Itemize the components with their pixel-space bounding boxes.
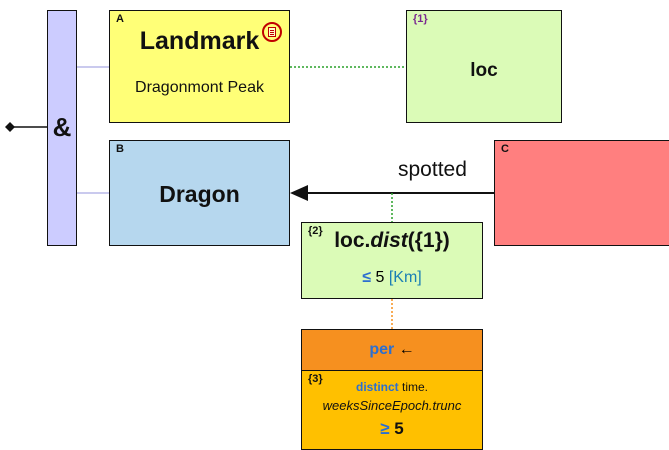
distinct-condition: ≥ 5 [302,419,482,439]
distinct-keyword: distinct [355,380,399,394]
per-arrow-icon: ← [398,341,415,358]
distinct-filter-node[interactable]: {3} distinct time. weeksSinceEpoch.trunc… [301,370,483,450]
distinct-operator: ≥ [380,419,390,438]
source-node[interactable]: C [494,140,669,246]
distance-filter-node[interactable]: {2} loc.dist({1}) ≤ 5 [Km] [301,222,483,299]
distinct-expr2: weeksSinceEpoch.trunc [322,398,462,413]
filter2-corner-label: {2} [308,225,323,237]
spotted-edge-label: spotted [398,158,467,181]
spotted-edge-arrowhead [290,185,308,201]
distinct-value: 5 [394,419,404,438]
formula-prefix: loc. [334,229,371,252]
distance-condition: ≤ 5 [Km] [302,269,482,287]
landmark-corner-label: A [116,13,124,25]
and-node-bar[interactable] [47,10,77,246]
dragon-title: Dragon [159,181,240,207]
filter3-corner-label: {3} [308,373,323,385]
per-keyword: per [369,341,395,358]
no-document-icon[interactable] [262,22,282,42]
distance-unit: [Km] [388,269,422,286]
per-label: per ← [302,341,482,359]
landmark-node[interactable]: A Landmark Dragonmont Peak [109,10,290,123]
landmark-title: Landmark [139,27,260,55]
dragon-node[interactable]: B Dragon [109,140,290,246]
source-corner-label: C [501,143,509,155]
distinct-line: distinct time. [302,380,482,394]
loc-title: loc [470,60,498,81]
landmark-subtitle: Dragonmont Peak [135,79,264,96]
per-node[interactable]: per ← [301,329,483,371]
dragon-corner-label: B [116,143,124,155]
formula-func: dist [370,229,408,252]
and-symbol: & [52,112,72,142]
loc-node[interactable]: {1} loc [406,10,562,123]
distance-operator: ≤ [362,269,372,286]
loc-corner-label: {1} [413,13,428,25]
formula-args: ({1}) [407,229,450,252]
distinct-expr1: time. [398,380,428,394]
distance-formula: loc.dist({1}) [302,229,482,253]
distance-value: 5 [375,269,385,286]
root-diamond [5,122,15,132]
